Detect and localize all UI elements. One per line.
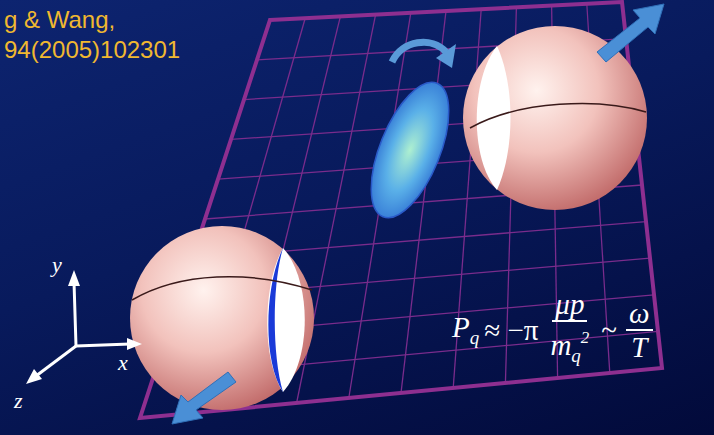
- participant-zone: [355, 42, 465, 228]
- axis-label: z: [14, 388, 23, 414]
- nucleus-left: [130, 226, 314, 424]
- coordinate-axes: [26, 270, 142, 384]
- formula-fraction: μpmq2: [547, 288, 592, 372]
- nucleus-right: [463, 4, 664, 210]
- citation-text: g & Wang,: [4, 6, 115, 34]
- axis-label: y: [52, 252, 62, 278]
- formula-operator: ~: [601, 314, 617, 347]
- formula-superscript: 2: [581, 328, 590, 347]
- formula-denominator: T: [628, 331, 650, 363]
- formula-symbol: P: [452, 311, 470, 343]
- formula-numerator: μp: [552, 288, 587, 322]
- formula-denominator: mq2: [547, 322, 592, 372]
- formula-numerator: ω: [626, 297, 652, 331]
- polarization-formula: Pq≈ −πμpmq2~ωT: [452, 288, 657, 372]
- formula-subscript: q: [470, 327, 480, 348]
- formula-operator: ≈ −π: [484, 314, 538, 347]
- symbol-group: Pq: [452, 311, 479, 349]
- formula-fraction: ωT: [626, 297, 652, 363]
- axis-label: x: [118, 350, 128, 376]
- formula-subscript: q: [571, 345, 581, 366]
- formula-symbol: m: [550, 329, 571, 361]
- citation-text: 94(2005)102301: [4, 36, 180, 64]
